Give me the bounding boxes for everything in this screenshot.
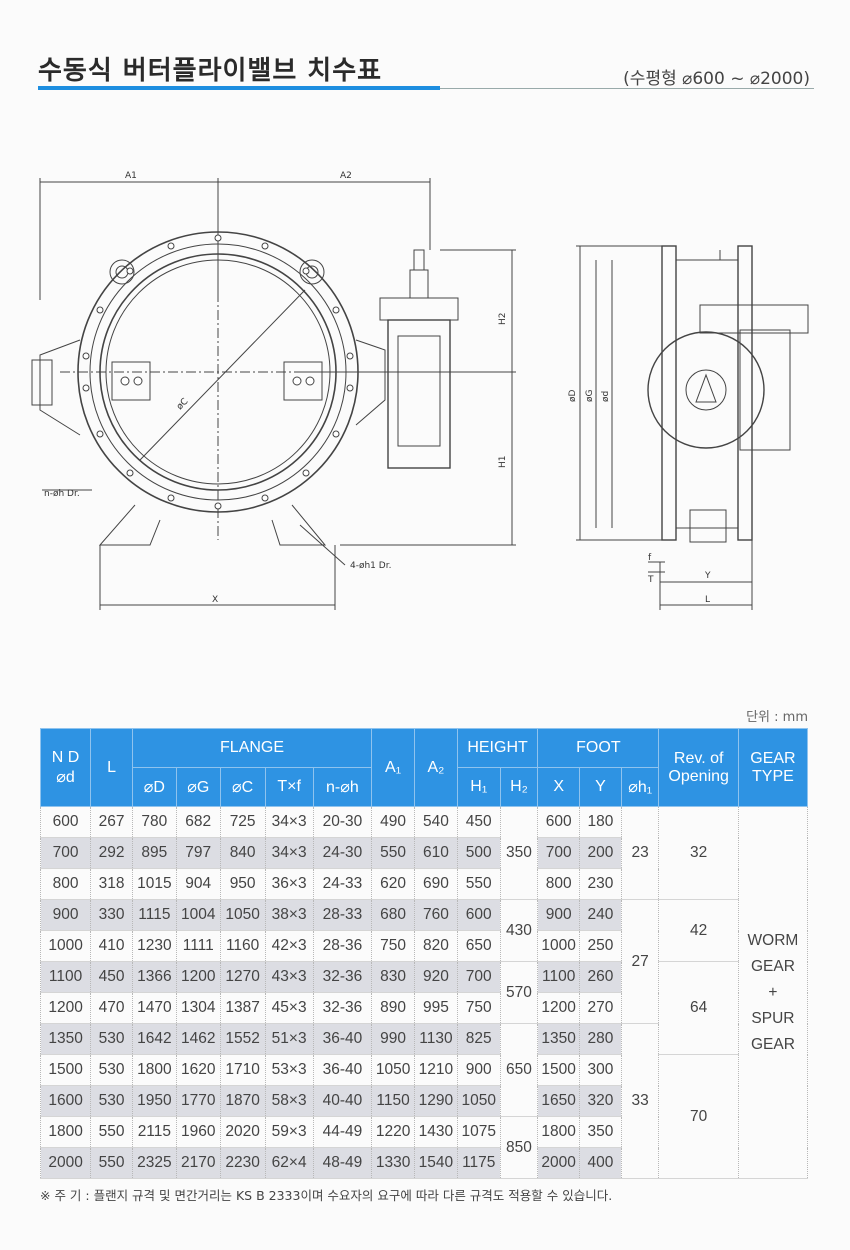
- dim-y-label: Y: [704, 571, 711, 581]
- unit-label: 단위 : mm: [746, 710, 808, 725]
- foot-h1-cell: 27: [620, 899, 660, 1024]
- spec-table: N D ⌀d L FLANGE A₁ A₂ HEIGHT FOOT Rev. o…: [39, 728, 809, 1179]
- rev-cell: 70: [658, 1054, 739, 1179]
- footnote: ※ 주 기 : 플랜지 규격 및 면간거리는 KS B 2333이며 수요자의 …: [40, 1188, 613, 1203]
- header-a2: A₂: [414, 728, 458, 807]
- header-y: Y: [579, 767, 622, 807]
- h2-cell: 350: [499, 806, 539, 900]
- header-a1: A₁: [371, 728, 415, 807]
- header-foot-h1: ⌀h₁: [620, 767, 660, 807]
- dim-x-label: X: [212, 595, 218, 605]
- header-height: HEIGHT: [456, 728, 539, 768]
- header-d: ⌀D: [131, 767, 177, 807]
- dim-phig-label: øG: [585, 389, 595, 402]
- header-flange: FLANGE: [131, 728, 373, 768]
- header-gear-type: GEAR TYPE: [737, 728, 809, 807]
- gear-type-cell: WORM GEAR + SPUR GEAR: [737, 806, 809, 1179]
- title-accent-bar: [38, 86, 440, 90]
- dim-a1-label: A1: [125, 171, 137, 181]
- valve-drawing: A1 A2 H2 H1 X øC n-øh Dr. 4-øh1 Dr. øD ø…: [31, 171, 809, 610]
- h2-cell: 430: [499, 899, 539, 962]
- dim-f-label: f: [648, 553, 652, 563]
- dim-a2-label: A2: [340, 171, 352, 181]
- header-nd: N D ⌀d: [39, 728, 92, 807]
- h2-cell: 570: [499, 961, 539, 1024]
- bolt-hole-note: n-øh Dr.: [44, 489, 80, 499]
- dim-t-label: T: [647, 575, 654, 585]
- dim-phid-label: ød: [601, 391, 611, 402]
- foot-h1-cell: 23: [620, 806, 660, 900]
- header-foot: FOOT: [537, 728, 660, 768]
- rev-cell: 42: [658, 899, 739, 962]
- rev-cell: 32: [658, 806, 739, 900]
- header-g: ⌀G: [175, 767, 221, 807]
- header-nh: n-⌀h: [312, 767, 373, 807]
- foot-hole-note: 4-øh1 Dr.: [350, 561, 391, 571]
- page-subtitle: (수평형 ⌀600 ~ ⌀2000): [623, 69, 810, 89]
- foot-h1-cell: 33: [620, 1023, 660, 1179]
- header-h1: H₁: [456, 767, 501, 807]
- dim-l-label: L: [705, 595, 710, 605]
- header-x: X: [537, 767, 581, 807]
- header-l: L: [90, 728, 133, 807]
- dim-h2-label: H2: [498, 313, 508, 326]
- h2-cell: 850: [499, 1116, 539, 1179]
- header-c: ⌀C: [219, 767, 266, 807]
- header-tf: T×f: [264, 767, 314, 807]
- page-title: 수동식 버터플라이밸브 치수표: [38, 56, 383, 86]
- h2-cell: 650: [499, 1023, 539, 1117]
- header-h2: H₂: [499, 767, 539, 807]
- rev-cell: 64: [658, 961, 739, 1055]
- dim-h1-label: H1: [498, 456, 508, 469]
- dim-phid-outer-label: øD: [568, 389, 578, 402]
- header-rev-opening: Rev. of Opening: [658, 728, 739, 807]
